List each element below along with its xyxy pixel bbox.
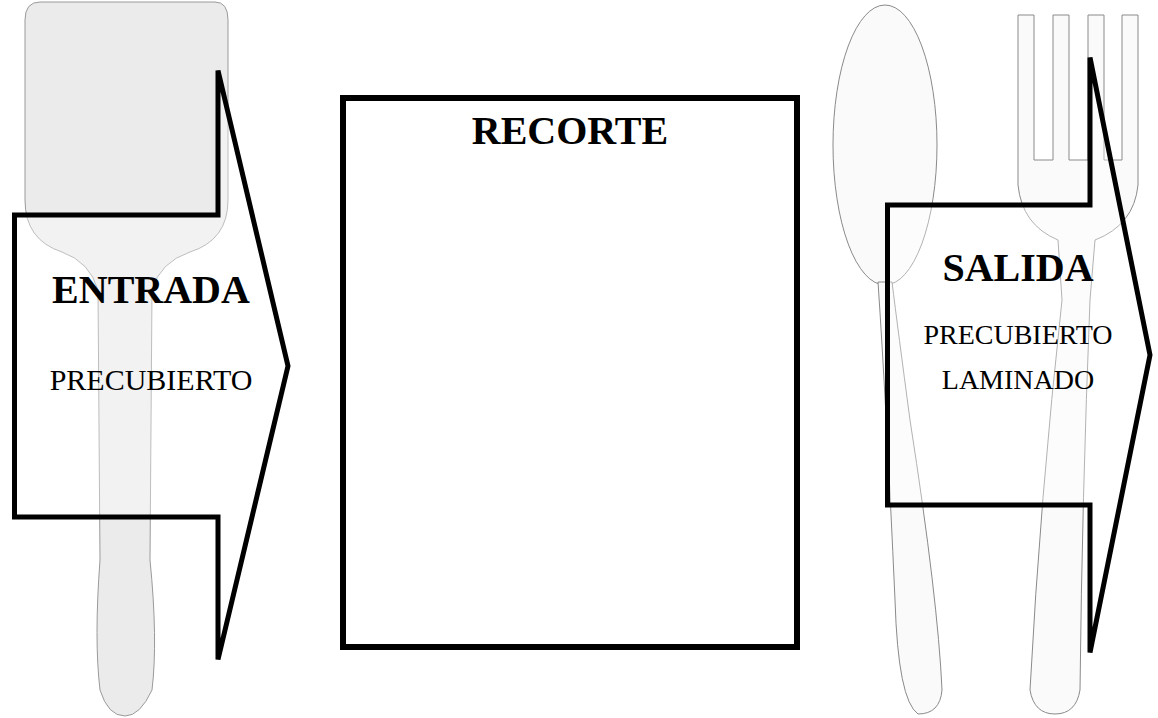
process-box: RECORTE <box>340 95 800 650</box>
node-body: PRECUBIERTO LAMINADO <box>893 312 1143 402</box>
node-title: SALIDA <box>893 245 1143 291</box>
node-title: RECORTE <box>346 108 794 154</box>
arrow-outline <box>885 55 1153 655</box>
output-arrow: SALIDA PRECUBIERTO LAMINADO <box>885 55 1153 655</box>
text-block: RECORTE <box>346 108 794 154</box>
text-block: ENTRADA PRECUBIERTO <box>20 267 282 397</box>
arrow-outline-path <box>888 58 1151 653</box>
text-block: SALIDA PRECUBIERTO LAMINADO <box>893 245 1143 402</box>
arrow-outline-path <box>15 71 289 660</box>
node-title: ENTRADA <box>20 267 282 313</box>
input-arrow: ENTRADA PRECUBIERTO <box>12 68 292 662</box>
node-body: PRECUBIERTO <box>20 363 282 397</box>
